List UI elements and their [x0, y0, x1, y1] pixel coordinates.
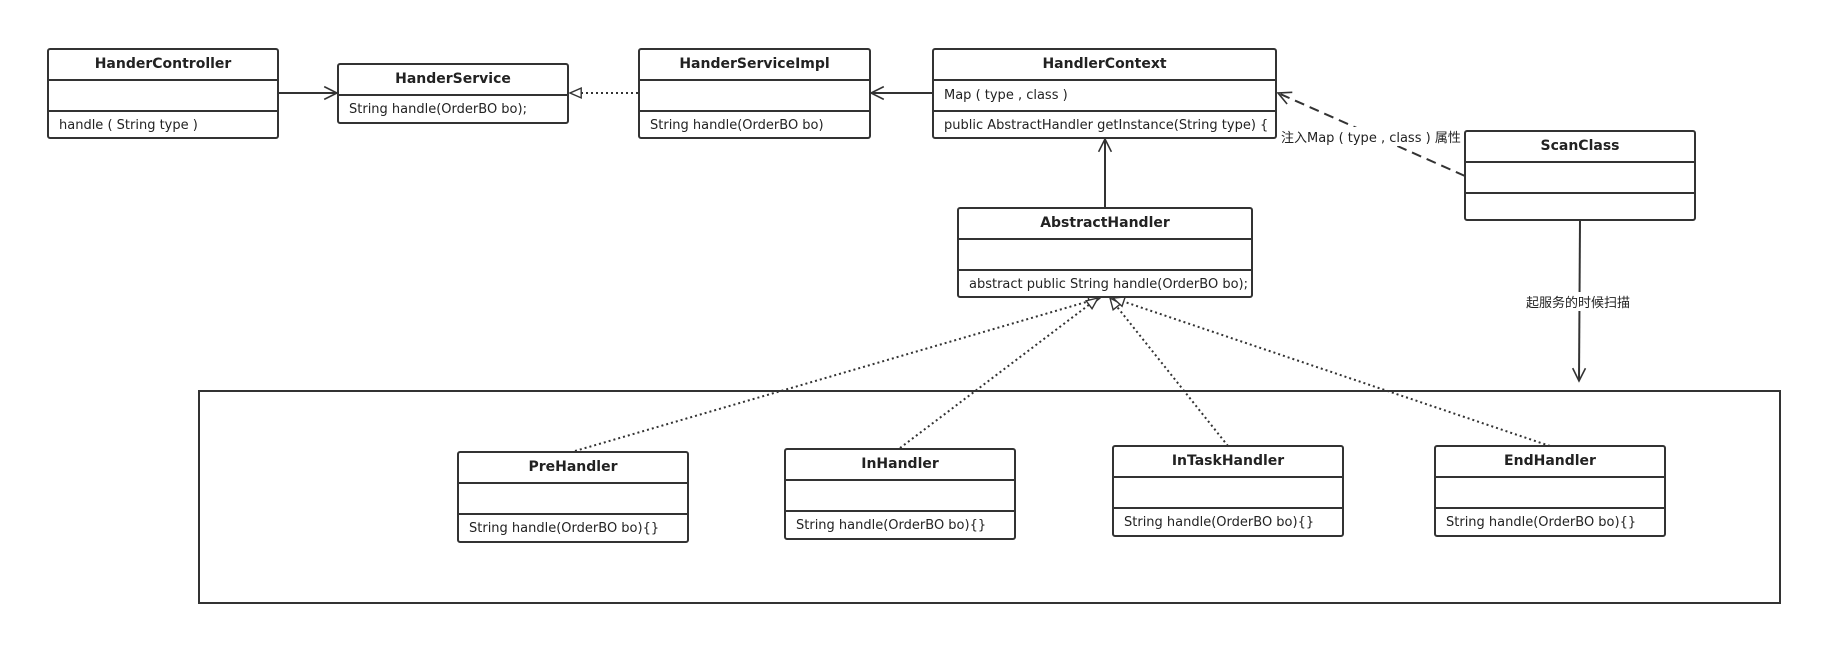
edge-label-inject: 注入Map ( type , class ) 属性: [1281, 127, 1461, 146]
class-operations: String handle(OrderBO bo){}: [1446, 515, 1637, 530]
class-name: PreHandler: [459, 453, 687, 484]
class-operations: [1466, 194, 1694, 222]
class-name: HandlerContext: [934, 50, 1275, 81]
class-operations: String handle(OrderBO bo){}: [1124, 515, 1315, 530]
class-name: HanderService: [339, 65, 567, 96]
class-name: HanderServiceImpl: [640, 50, 869, 81]
class-attributes: [786, 481, 1014, 512]
class-name: EndHandler: [1436, 447, 1664, 478]
class-in-task-handler[interactable]: InTaskHandler String handle(OrderBO bo){…: [1112, 445, 1344, 537]
class-attributes: Map ( type , class ): [934, 81, 1275, 112]
class-operations: String handle(OrderBO bo){}: [796, 518, 987, 533]
class-attributes: [459, 484, 687, 515]
class-attributes: [49, 81, 277, 112]
class-attributes: [1466, 163, 1694, 194]
class-handler-context[interactable]: HandlerContext Map ( type , class ) publ…: [932, 48, 1277, 139]
handler-package-frame: [198, 390, 1781, 604]
class-hander-service[interactable]: HanderService String handle(OrderBO bo);: [337, 63, 569, 124]
class-end-handler[interactable]: EndHandler String handle(OrderBO bo){}: [1434, 445, 1666, 537]
class-name: ScanClass: [1466, 132, 1694, 163]
class-abstract-handler[interactable]: AbstractHandler abstract public String h…: [957, 207, 1253, 298]
class-operations: handle ( String type ): [59, 118, 198, 133]
edge-in-realizes-abstract: [899, 298, 1098, 449]
class-name: InTaskHandler: [1114, 447, 1342, 478]
class-attributes: [1436, 478, 1664, 509]
class-hander-service-impl[interactable]: HanderServiceImpl String handle(OrderBO …: [638, 48, 871, 139]
class-scan-class[interactable]: ScanClass: [1464, 130, 1696, 221]
class-operations: public AbstractHandler getInstance(Strin…: [944, 118, 1269, 133]
class-operations: String handle(OrderBO bo);: [349, 102, 527, 117]
edge-pre-realizes-abstract: [574, 298, 1100, 452]
class-name: InHandler: [786, 450, 1014, 481]
class-operations: String handle(OrderBO bo){}: [469, 521, 660, 536]
class-attributes: [1114, 478, 1342, 509]
class-name: AbstractHandler: [959, 209, 1251, 240]
class-operations: String handle(OrderBO bo): [650, 118, 824, 133]
edge-intask-realizes-abstract: [1110, 298, 1229, 447]
edge-end-realizes-abstract: [1113, 298, 1551, 447]
class-pre-handler[interactable]: PreHandler String handle(OrderBO bo){}: [457, 451, 689, 543]
edge-label-scan: 起服务的时候扫描: [1526, 292, 1631, 311]
class-attributes: [640, 81, 869, 112]
class-in-handler[interactable]: InHandler String handle(OrderBO bo){}: [784, 448, 1016, 540]
class-attributes: [959, 240, 1251, 271]
class-name: HanderController: [49, 50, 277, 81]
class-hander-controller[interactable]: HanderController handle ( String type ): [47, 48, 279, 139]
class-operations: abstract public String handle(OrderBO bo…: [969, 277, 1248, 292]
